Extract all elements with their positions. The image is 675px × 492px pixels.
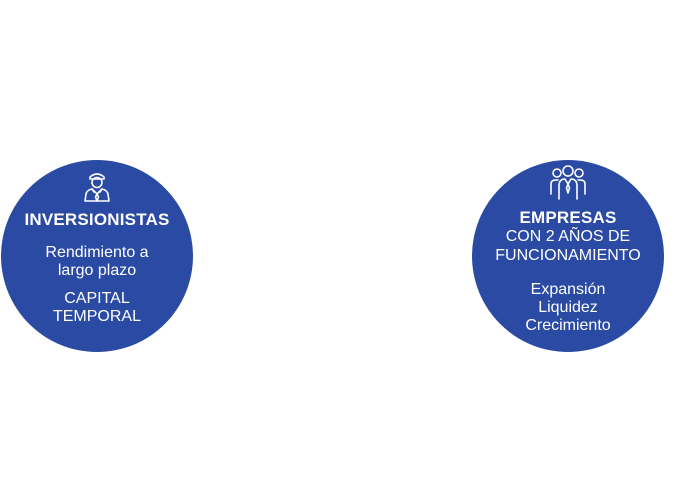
companies-line-3: Expansión xyxy=(530,281,606,298)
business-group-icon xyxy=(550,165,586,200)
investors-line-4: TEMPORAL xyxy=(52,308,141,325)
companies-title: EMPRESAS xyxy=(519,208,617,227)
companies-line-4: Liquidez xyxy=(538,299,598,316)
investors-circle: INVERSIONISTAS Rendimiento a largo plazo… xyxy=(1,160,193,352)
investors-line-1: Rendimiento a xyxy=(45,244,149,261)
companies-line-2: FUNCIONAMIENTO xyxy=(495,247,641,264)
companies-line-1: CON 2 AÑOS DE xyxy=(505,228,631,245)
investor-person-icon xyxy=(84,173,110,202)
companies-circle: EMPRESAS CON 2 AÑOS DE FUNCIONAMIENTO Ex… xyxy=(472,160,664,352)
companies-line-5: Crecimiento xyxy=(525,317,611,334)
investors-title: INVERSIONISTAS xyxy=(24,210,170,229)
investors-line-2: largo plazo xyxy=(57,262,137,279)
investors-line-3: CAPITAL xyxy=(64,290,130,307)
